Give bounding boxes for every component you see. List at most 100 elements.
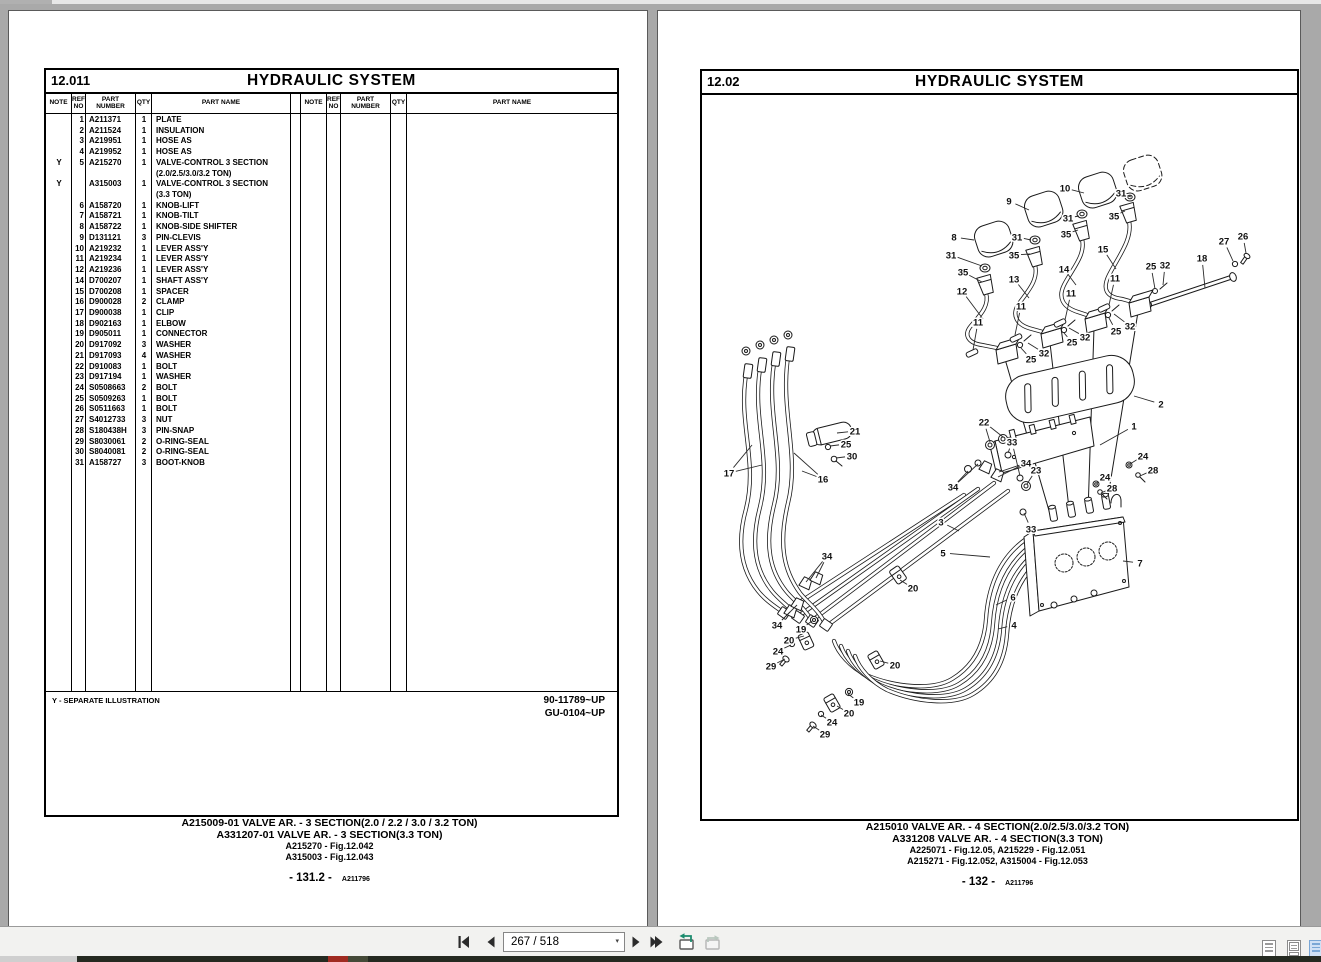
- callout-leader-line: [947, 524, 960, 532]
- previous-view-button[interactable]: [676, 932, 696, 952]
- cell-note: [301, 276, 327, 287]
- cell-spacer: [291, 287, 301, 298]
- continuous-icon[interactable]: [1287, 940, 1301, 957]
- section-number: 12.02: [707, 74, 740, 89]
- cell-ref-no: [327, 158, 341, 169]
- callout-label: 34: [948, 483, 959, 494]
- callout-leader-line: [985, 428, 991, 443]
- cell-qty: 1: [141, 265, 147, 275]
- callout-label: 21: [850, 427, 861, 438]
- cell-note: [301, 211, 327, 222]
- cell-part-name: KNOB-SIDE SHIFTER: [156, 222, 238, 232]
- callout-leader-line: [1113, 313, 1125, 323]
- cell-part-number: D902163: [89, 318, 122, 328]
- cell-note: [46, 447, 72, 458]
- cell-qty: [391, 404, 407, 415]
- cell-ref-no: [72, 179, 86, 190]
- cell-note: [46, 169, 72, 180]
- next-view-button[interactable]: [703, 932, 723, 952]
- callout-leader-line: [1063, 332, 1068, 338]
- callout-label: 10: [1060, 184, 1071, 195]
- cell-part-name: [407, 383, 617, 394]
- callout-leader-line: [1108, 317, 1114, 326]
- cell-spacer: [291, 211, 301, 222]
- cell-note: [301, 136, 327, 147]
- column-header: QTY: [136, 94, 152, 113]
- cell-note: [46, 308, 72, 319]
- bottom-toolbar: 267 / 518 ▾: [0, 926, 1321, 957]
- cell-note: [46, 233, 72, 244]
- cell-part-number: S0511663: [89, 404, 126, 414]
- cell-note: [301, 254, 327, 265]
- cell-note: [301, 372, 327, 383]
- cell-part-name: [407, 308, 617, 319]
- cell-part-number: [341, 126, 391, 137]
- cell-spacer: [291, 136, 301, 147]
- cell-part-name: [407, 126, 617, 137]
- cell-qty: [391, 115, 407, 126]
- cell-qty: 1: [141, 115, 147, 124]
- cell-note: [46, 190, 72, 201]
- cell-ref-no: [327, 383, 341, 394]
- chevron-down-icon[interactable]: ▾: [615, 938, 619, 945]
- callout-label: 25: [1111, 327, 1122, 338]
- cell-part-name: [407, 362, 617, 373]
- cell-part-name: [407, 447, 617, 458]
- cell-part-number: S8040081: [89, 447, 126, 457]
- cell-part-number: [341, 426, 391, 437]
- callout-label: 26: [1238, 232, 1249, 243]
- cell-spacer: [291, 329, 301, 340]
- facing-icon[interactable]: [1309, 940, 1321, 957]
- cell-spacer: [291, 158, 301, 169]
- cell-part-number: D700208: [89, 286, 122, 296]
- cell-part-number: [341, 404, 391, 415]
- cell-qty: [391, 254, 407, 265]
- cell-qty: [391, 158, 407, 169]
- cell-part-name: WASHER: [156, 372, 192, 382]
- page-number-input[interactable]: 267 / 518 ▾: [503, 932, 625, 952]
- cell-ref-no: [327, 458, 341, 469]
- callout-label: 19: [854, 698, 865, 709]
- cell-qty: 2: [141, 383, 147, 392]
- cell-spacer: [291, 362, 301, 373]
- cell-qty: [391, 297, 407, 308]
- callout-label: 31: [1012, 233, 1023, 244]
- cell-ref-no: 11: [75, 254, 84, 264]
- next-page-button[interactable]: [627, 933, 645, 951]
- cell-ref-no: [327, 254, 341, 265]
- cell-qty: 1: [141, 307, 147, 317]
- last-page-button[interactable]: [647, 933, 665, 951]
- cell-part-name: [407, 136, 617, 147]
- cell-ref-no: [327, 394, 341, 405]
- callout-label: 16: [818, 475, 829, 486]
- callout-label: 28: [1148, 466, 1159, 477]
- callout-label: 8: [951, 233, 956, 244]
- plate: [1005, 354, 1135, 424]
- cell-part-number: [341, 308, 391, 319]
- callout-leader-line: [793, 452, 819, 475]
- cell-ref-no: [327, 372, 341, 383]
- callout-label: 11: [1066, 289, 1077, 300]
- cell-spacer: [291, 179, 301, 190]
- previous-page-button[interactable]: [482, 933, 500, 951]
- cell-part-number: [341, 297, 391, 308]
- cell-ref-no: 16: [75, 297, 84, 307]
- cell-note: [301, 319, 327, 330]
- callout-label: 24: [827, 718, 838, 729]
- single-page-icon[interactable]: [1262, 940, 1276, 957]
- cell-ref-no: 10: [75, 243, 84, 253]
- callout-label: 34: [1021, 459, 1032, 470]
- cell-part-name: LEVER ASS'Y: [156, 254, 209, 264]
- cell-ref-no: [327, 169, 341, 180]
- first-page-button[interactable]: [455, 933, 473, 951]
- cell-part-name: BOLT: [156, 361, 178, 371]
- cell-part-name: WASHER: [156, 340, 192, 350]
- cell-part-name: O-RING-SEAL: [156, 436, 209, 446]
- cell-part-name: LEVER ASS'Y: [156, 265, 209, 275]
- callout-label: 9: [1006, 197, 1011, 208]
